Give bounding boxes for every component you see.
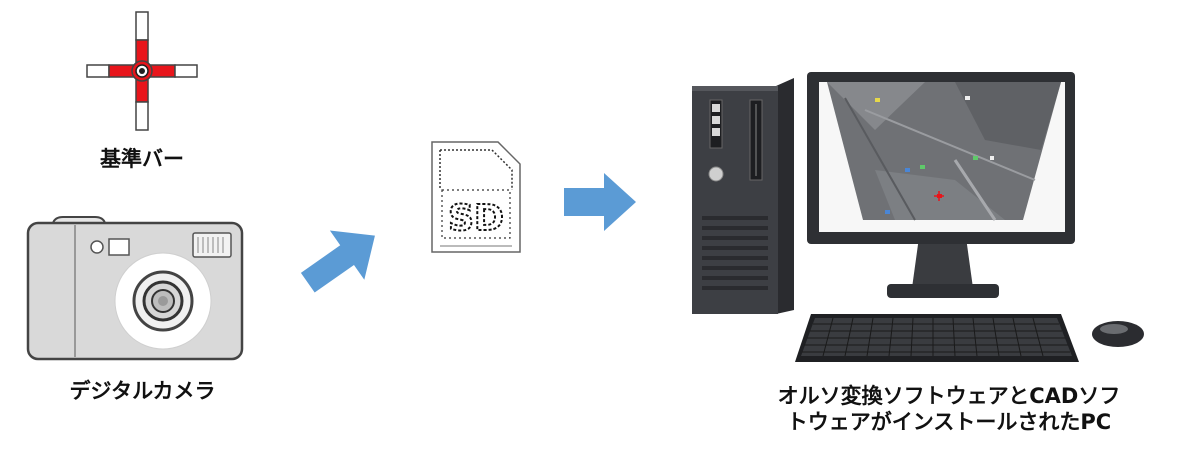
mouse-icon xyxy=(1092,321,1144,347)
pc-label: オルソ変換ソフトウェアとCADソフ トウェアがインストールされたPC xyxy=(738,383,1160,436)
keyboard-icon xyxy=(795,314,1079,362)
camera-label: デジタルカメラ xyxy=(69,379,216,403)
pc-label-line1: オルソ変換ソフトウェアとCADソフ xyxy=(777,384,1121,408)
arrow-right-icon xyxy=(564,173,636,231)
camera-icon xyxy=(26,216,244,361)
pc-label-line2: トウェアがインストールされたPC xyxy=(786,410,1112,435)
reference-bar-icon xyxy=(86,11,198,131)
sd-card-text: SD xyxy=(448,198,504,239)
monitor-icon xyxy=(807,72,1075,298)
reference-bar-label: 基準バー xyxy=(100,147,184,171)
desktop-pc-icon xyxy=(692,78,794,314)
arrow-right-icon xyxy=(300,230,375,293)
sd-card-icon: SD xyxy=(431,141,521,253)
